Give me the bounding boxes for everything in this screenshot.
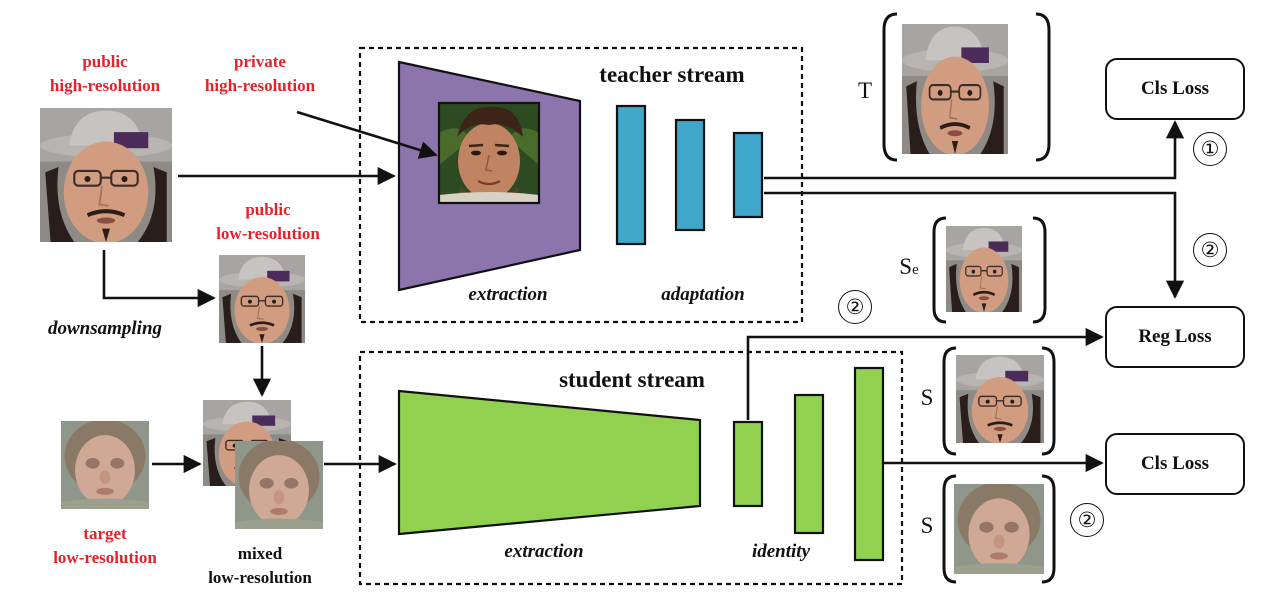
private-hr-label-line1: private [234, 52, 286, 71]
private-hr-label-line2: high-resolution [204, 76, 316, 95]
teacher-stream-title: teacher stream [599, 62, 745, 87]
public-hr-label-line1: public [82, 52, 128, 71]
student-stream-box [358, 350, 904, 586]
downsampling-label: downsampling [47, 318, 163, 339]
mixed-lr-label-line2: low-resolution [208, 568, 312, 587]
adaptation-layer-1 [615, 104, 647, 246]
public-hr-image [40, 108, 172, 243]
identity-layer-2 [793, 393, 825, 535]
private-hr-label: private high-resolution [200, 50, 320, 98]
reg-loss-box: Reg Loss [1105, 306, 1245, 368]
public-lr-label-line1: public [245, 200, 291, 219]
identity-layer-3 [853, 366, 885, 562]
public-lr-label: public low-resolution [208, 198, 328, 246]
teacher-output-image [902, 24, 1008, 154]
public-hr-label: public high-resolution [45, 50, 165, 98]
output-brackets [882, 12, 1056, 584]
s-symbol-2: S [920, 513, 934, 538]
identity-layer-1 [732, 420, 764, 508]
public-lr-label-line2: low-resolution [216, 224, 320, 243]
cls-loss-bottom-label: Cls Loss [1140, 453, 1210, 474]
marker-two-reg-right: ② [1193, 233, 1227, 267]
target-lr-image [61, 421, 149, 509]
marker-one: ① [1193, 132, 1227, 166]
cls-loss-top-label: Cls Loss [1140, 78, 1210, 99]
marker-two-reg-left-text: ② [845, 294, 865, 319]
s-symbol-1: S [920, 385, 934, 410]
mixed-lr-label: mixed low-resolution [200, 542, 320, 590]
marker-two-bottom: ② [1070, 503, 1104, 537]
target-lr-label-line1: target [83, 524, 127, 543]
public-lr-image [219, 255, 305, 343]
public-hr-label-line2: high-resolution [49, 76, 161, 95]
identity-label: identity [751, 541, 811, 562]
adaptation-layer-2 [674, 118, 706, 232]
marker-two-reg-left: ② [838, 290, 872, 324]
cls-loss-bottom-box: Cls Loss [1105, 433, 1245, 495]
cls-loss-top-box: Cls Loss [1105, 58, 1245, 120]
student-extraction-label: extraction [504, 541, 584, 562]
s-output-image-lr [954, 484, 1044, 574]
connections [102, 110, 1185, 474]
se-symbol-main: S [899, 254, 913, 279]
adaptation-layer-3 [732, 131, 764, 219]
se-symbol: Se [892, 254, 926, 280]
student-stream-title: student stream [559, 367, 705, 392]
se-output-image [946, 226, 1022, 312]
target-lr-label: target low-resolution [45, 522, 165, 570]
target-lr-label-line2: low-resolution [53, 548, 157, 567]
reg-loss-label: Reg Loss [1138, 326, 1212, 347]
teacher-stream-box [358, 46, 804, 324]
marker-two-reg-right-text: ② [1200, 237, 1220, 262]
marker-one-text: ① [1200, 136, 1220, 161]
mixed-lr-label-line1: mixed [237, 544, 283, 563]
teacher-extraction-label: extraction [468, 284, 548, 305]
s-output-image-hr [956, 355, 1044, 443]
mixed-lr-image-target [235, 441, 323, 529]
marker-two-bottom-text: ② [1077, 507, 1097, 532]
adaptation-label: adaptation [661, 284, 745, 305]
student-extractor [397, 389, 702, 536]
se-symbol-subscript: e [912, 262, 919, 278]
teacher-symbol: T [857, 78, 873, 103]
private-hr-image [439, 103, 539, 203]
